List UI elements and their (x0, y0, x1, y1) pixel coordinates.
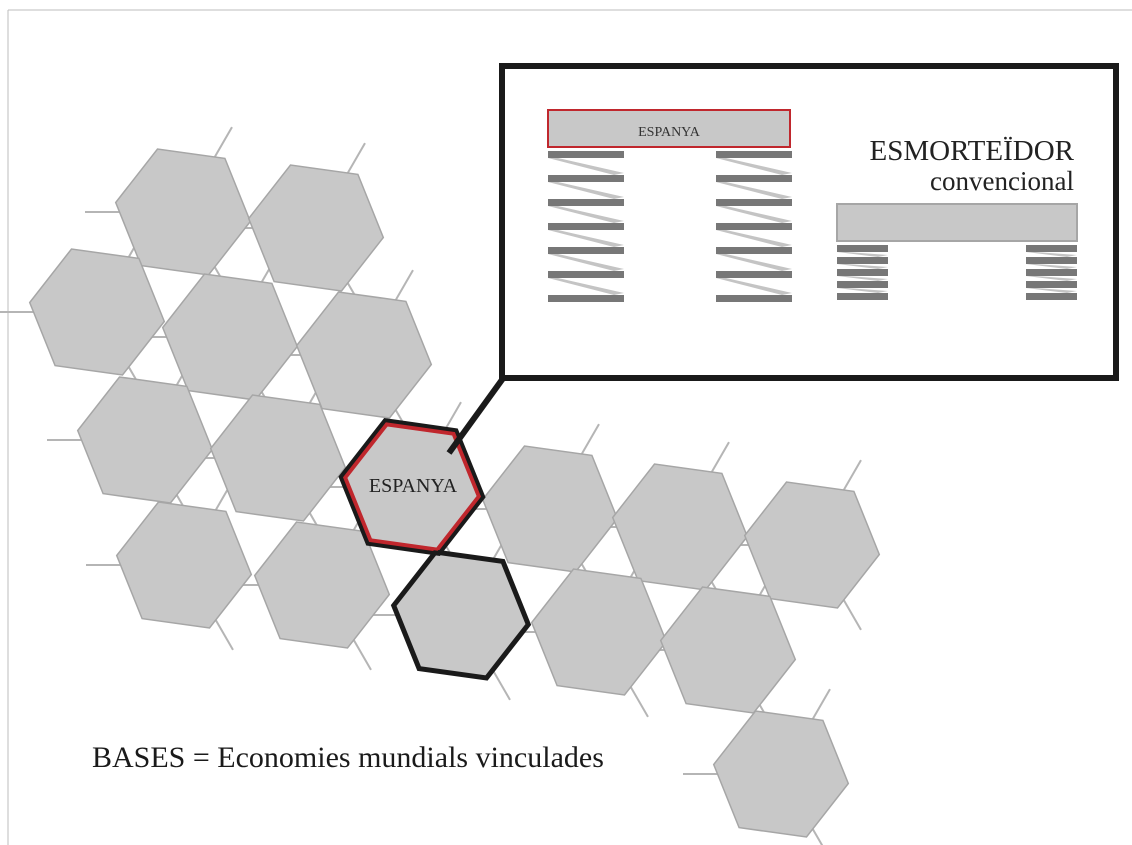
tall-springs (548, 151, 792, 302)
spring-coil (837, 269, 888, 276)
spring-coil (548, 271, 624, 278)
callout-connector (446, 375, 507, 455)
spring-diagonal (716, 182, 792, 199)
hexagon-base (611, 463, 749, 591)
short-springs (837, 245, 1077, 300)
spring-coil (1026, 269, 1077, 276)
connector-line (212, 614, 234, 651)
espanya-hexagon-label: ESPANYA (369, 475, 458, 497)
espanya-platform-label: ESPANYA (638, 125, 701, 140)
connector-line (708, 441, 730, 478)
spring-diagonal (548, 278, 624, 295)
spring-diagonal (716, 158, 792, 175)
shock-absorber-subtitle: convencional (930, 166, 1074, 196)
spring-coil (716, 295, 792, 302)
hexagon-base (659, 586, 797, 714)
espanya-platform (547, 109, 791, 148)
spring-coil (837, 281, 888, 288)
connector-line (840, 594, 862, 631)
spring-coil (837, 293, 888, 300)
connector-line (840, 459, 862, 496)
spring-diagonal (837, 264, 888, 269)
hexagon-base (530, 568, 668, 696)
connector-line (627, 681, 649, 718)
spring-diagonal (1026, 288, 1077, 293)
hexagon-base (712, 710, 850, 838)
hexagon-base (743, 481, 881, 609)
spring-coil (716, 223, 792, 230)
connector-line (344, 142, 366, 179)
hexagon-highlighted-base (390, 549, 532, 681)
spring-coil (548, 223, 624, 230)
hexagon-grid: ESPANYA (28, 148, 881, 838)
spring-coil (548, 295, 624, 302)
hexagon-base (76, 376, 214, 504)
spring-coil (837, 245, 888, 252)
spring-diagonal (716, 206, 792, 223)
hexagon-base (481, 445, 619, 573)
conventional-platform (836, 203, 1078, 242)
hexagon-base (247, 164, 385, 292)
connector-line (809, 688, 831, 725)
hexagon-base (161, 273, 299, 401)
spring-coil (837, 257, 888, 264)
connector-line (211, 126, 233, 163)
spring-diagonal (837, 288, 888, 293)
spring-coil (548, 151, 624, 158)
connector-line (809, 823, 824, 845)
spring-coil (548, 247, 624, 254)
spring-diagonal (837, 252, 888, 257)
spring-coil (548, 175, 624, 182)
spring-diagonal (1026, 264, 1077, 269)
spring-coil (1026, 281, 1077, 288)
connector-line (392, 269, 414, 306)
spring-coil (716, 247, 792, 254)
spring-coil (548, 199, 624, 206)
hexagon-espanya-red-edge (343, 423, 481, 551)
bases-caption: BASES = Economies mundials vinculades (92, 741, 604, 774)
spring-diagonal (716, 230, 792, 247)
spring-coil (1026, 293, 1077, 300)
spring-diagonal (716, 278, 792, 295)
spring-diagonal (548, 206, 624, 223)
connector-line (350, 634, 372, 671)
spring-coil (716, 151, 792, 158)
spring-coil (716, 199, 792, 206)
hexagon-base (295, 291, 433, 419)
shock-absorber-title: ESMORTEÏDOR (870, 135, 1075, 167)
hexagon-base (28, 248, 166, 376)
spring-coil (1026, 245, 1077, 252)
spring-diagonal (1026, 252, 1077, 257)
spring-coil (716, 271, 792, 278)
spring-coil (716, 175, 792, 182)
spring-diagonal (1026, 276, 1077, 281)
spring-diagonal (716, 254, 792, 271)
hexagon-espanya-outline (338, 418, 486, 556)
spring-diagonal (548, 182, 624, 199)
connector-line (578, 423, 600, 460)
hexagon-base (114, 148, 252, 276)
spring-coil (1026, 257, 1077, 264)
spring-diagonal (548, 158, 624, 175)
spring-diagonal (548, 230, 624, 247)
hexagon-base (115, 501, 253, 629)
hexagon-base (209, 394, 347, 522)
spring-diagonal (837, 276, 888, 281)
spring-diagonal (548, 254, 624, 271)
shock-absorber-inset: ESPANYA ESMORTEÏDOR convencional (499, 63, 1119, 381)
